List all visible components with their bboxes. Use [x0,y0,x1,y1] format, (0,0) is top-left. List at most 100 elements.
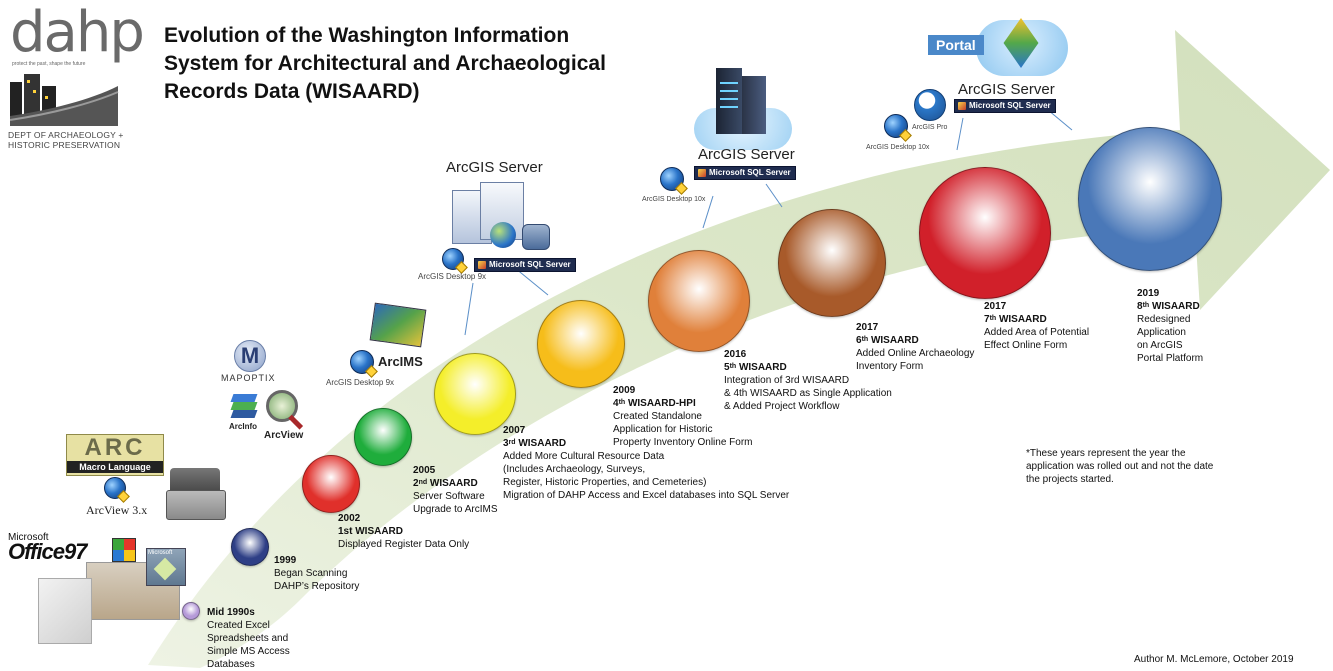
arcgis-desktop-10x-globe-b [884,114,908,138]
milestone-label-8: 2017 6th WISAARD Added Online Archaeolog… [856,321,974,373]
connector-line [765,183,783,208]
server-rack-icon-a [446,182,556,252]
arcgis-desktop-9x-label-b: ArcGIS Desktop 9x [418,272,487,281]
ms-sql-badge-a: Microsoft SQL Server [474,258,576,272]
milestone-label-5: 2007 3rd WISAARD Added More Cultural Res… [503,424,789,502]
page-title: Evolution of the Washington Information … [164,22,606,106]
author-credit: Author M. McLemore, October 2019 [1134,654,1294,665]
arcgis-desktop-10x-globe-a [660,167,684,191]
milestone-year: 2009 [613,385,636,396]
milestone-year: 2019 [1137,288,1160,299]
milestone-circle [648,250,750,352]
access-key-shape [153,557,177,581]
milestone-circle [302,455,360,513]
server-cloud-icon-b [694,68,792,150]
milestone-desc-line: Spreadsheets and [207,633,289,644]
milestone-label-1: Mid 1990s Created Excel Spreadsheets and… [207,606,290,671]
milestone-desc-line: Inventory Form [856,361,924,372]
milestone-label-2: 1999 Began Scanning DAHP’s Repository [274,554,359,593]
connector-line [1047,109,1073,131]
milestone-name: 2nd WISAARD [413,478,478,489]
dahp-logo: dahp protect the past, shape the future … [8,0,148,156]
milestone-circle [231,528,269,566]
arcims-globe-icon [350,350,374,374]
arcinfo-layers-icon [230,394,258,418]
connector-line [514,267,549,296]
milestone-desc-line: Migration of DAHP Access and Excel datab… [503,490,790,501]
portal-badge: Portal [928,35,984,55]
milestone-circle [434,353,516,435]
arcview-magnifier-icon [266,390,298,422]
office-microsoft-label: Microsoft [8,532,49,543]
milestone-desc-line: Displayed Register Data Only [338,539,470,550]
milestone-desc-line: Register, Historic Properties, and Cemet… [503,477,707,488]
drawing-sketch-image [38,578,92,644]
milestone-year: 2017 [856,322,879,333]
milestone-name: 4th WISAARD-HPI [613,398,696,409]
arcgis-desktop-10x-label-a: ArcGIS Desktop 10x [642,196,706,203]
milestone-label-9: 2017 7th WISAARD Added Area of Potential… [984,300,1089,352]
footnote-line: the projects started. [1026,474,1114,485]
office-puzzle-icon [112,538,136,562]
milestone-name: 3rd WISAARD [503,438,567,449]
milestone-desc-line: Began Scanning [274,568,348,579]
milestone-desc-line: Portal Platform [1137,353,1204,364]
footnote-line: *These years represent the year the [1026,448,1186,459]
arc-macro-bottom: Macro Language [67,461,163,473]
arcview3-label: ArcView 3.x [86,503,148,517]
milestone-desc-line: Created Standalone [613,411,702,422]
access-icon: Microsoft [146,548,186,586]
milestone-label-3: 2002 1st WISAARD Displayed Register Data… [338,512,469,551]
milestone-year: 2002 [338,513,361,524]
milestone-desc-line: Added More Cultural Resource Data [503,451,665,462]
mapoptix-label: MAPOPTIX [221,373,276,383]
milestone-desc-line: Added Area of Potential [984,327,1090,338]
arcgis-pro-label: ArcGIS Pro [912,124,948,131]
arc-macro-language-logo: ARC Macro Language [66,434,164,476]
arcgis-desktop-10x-label-b: ArcGIS Desktop 10x [866,144,930,151]
arcgis-server-label-a: ArcGIS Server [446,159,543,176]
milestone-name: 7th WISAARD [984,314,1047,325]
milestone-desc-line: on ArcGIS [1137,340,1183,351]
milestone-year: 2017 [984,301,1007,312]
milestone-label-4: 2005 2nd WISAARD Server Software Upgrade… [413,464,497,516]
milestone-label-7: 2016 5th WISAARD Integration of 3rd WISA… [724,348,892,413]
mapoptix-m-icon: M [234,340,266,372]
office-name-label: Office97 [8,539,87,564]
milestone-name: 6th WISAARD [856,335,919,346]
logo-wordmark: dahp [10,0,145,65]
arcinfo-label: ArcInfo [229,422,257,431]
footnote-line: application was rolled out and not the d… [1026,461,1214,472]
milestone-desc-line: Effect Online Form [984,340,1068,351]
ms-sql-badge-c: Microsoft SQL Server [954,99,1056,113]
milestone-desc-line: Server Software [413,491,485,502]
milestone-desc-line: (Includes Archaeology, Surveys, [503,464,646,475]
milestone-desc-line: Application [1137,327,1186,338]
ms-sql-badge-b: Microsoft SQL Server [694,166,796,180]
arcgis-server-label-b: ArcGIS Server [698,146,795,163]
arcims-map-icon [369,302,427,348]
milestone-label-10: 2019 8th WISAARD Redesigned Application … [1137,287,1203,365]
portal-cloud-icon [976,6,1068,78]
arcgis-desktop-9x-label-a: ArcGIS Desktop 9x [326,378,395,387]
milestone-circle [354,408,412,466]
milestone-year: 1999 [274,555,297,566]
milestone-desc-line: Redesigned [1137,314,1191,325]
milestone-desc-line: & 4th WISAARD as Single Application [724,388,892,399]
milestone-circle [778,209,886,317]
logo-dept-line2: HISTORIC PRESERVATION [8,140,121,150]
milestone-desc-line: Application for Historic [613,424,713,435]
milestone-circle [1078,127,1222,271]
milestone-name: 8th WISAARD [1137,301,1200,312]
arcgis-server-label-c: ArcGIS Server [958,81,1055,98]
access-label: Microsoft [148,550,173,556]
milestone-desc-line: DAHP’s Repository [274,581,360,592]
milestone-label-6: 2009 4th WISAARD-HPI Created Standalone … [613,384,753,449]
milestone-year: 2016 [724,349,747,360]
milestone-circle [919,167,1051,299]
connector-line [464,282,474,336]
logo-skyline-graphic [10,74,119,126]
arcview3-globe-icon [104,477,126,499]
